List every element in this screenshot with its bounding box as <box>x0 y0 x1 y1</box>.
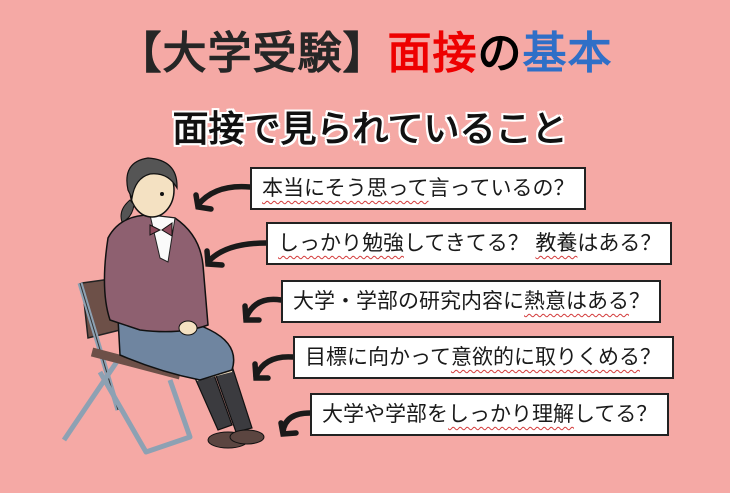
page-title: 【大学受験】面接の基本 <box>0 26 730 82</box>
question-4-underlined: 意欲的に取りくめる <box>450 345 640 369</box>
question-2-underlined: しっかり勉強 <box>278 231 404 255</box>
question-4-lead: 目標に向かって <box>305 345 451 369</box>
legs <box>194 365 265 449</box>
title-category: 【大学受験】 <box>117 28 388 79</box>
question-3-underlined: 熱意はある <box>524 289 629 313</box>
question-box-4: 目標に向かって意欲的に取りくめる？ <box>293 336 674 379</box>
section-heading: 面接で見られていること <box>172 109 568 150</box>
question-5-rest: してる？ <box>574 402 658 426</box>
question-3-rest: ？ <box>629 289 650 313</box>
question-1-underlined: 本当にそう思って <box>262 176 429 200</box>
question-box-1: 本当にそう思って言っているの？ <box>250 167 586 210</box>
question-2-underlined-2: 教養 <box>535 231 578 255</box>
question-4-rest: ？ <box>639 345 661 369</box>
question-5-lead: 大学や学部を <box>322 402 448 426</box>
blazer <box>103 214 209 333</box>
question-2-rest-2: はある？ <box>577 231 662 255</box>
question-box-5: 大学や学部をしっかり理解してる？ <box>310 393 669 436</box>
question-box-3: 大学・学部の研究内容に熱意はある？ <box>281 280 661 323</box>
question-1-rest: 言っているの？ <box>428 176 575 200</box>
question-3-lead: 大学・学部の研究内容に <box>293 289 524 313</box>
question-2-rest: してきてる？ <box>404 231 536 255</box>
title-particle: の <box>477 28 523 79</box>
question-5-underlined: しっかり理解 <box>448 402 574 426</box>
folding-chair-icon <box>61 277 193 455</box>
skirt <box>117 310 235 381</box>
question-box-2: しっかり勉強してきてる？ 教養はある？ <box>266 222 672 265</box>
head <box>120 157 178 223</box>
title-interview: 面接 <box>387 28 478 79</box>
title-basics: 基本 <box>522 28 613 79</box>
